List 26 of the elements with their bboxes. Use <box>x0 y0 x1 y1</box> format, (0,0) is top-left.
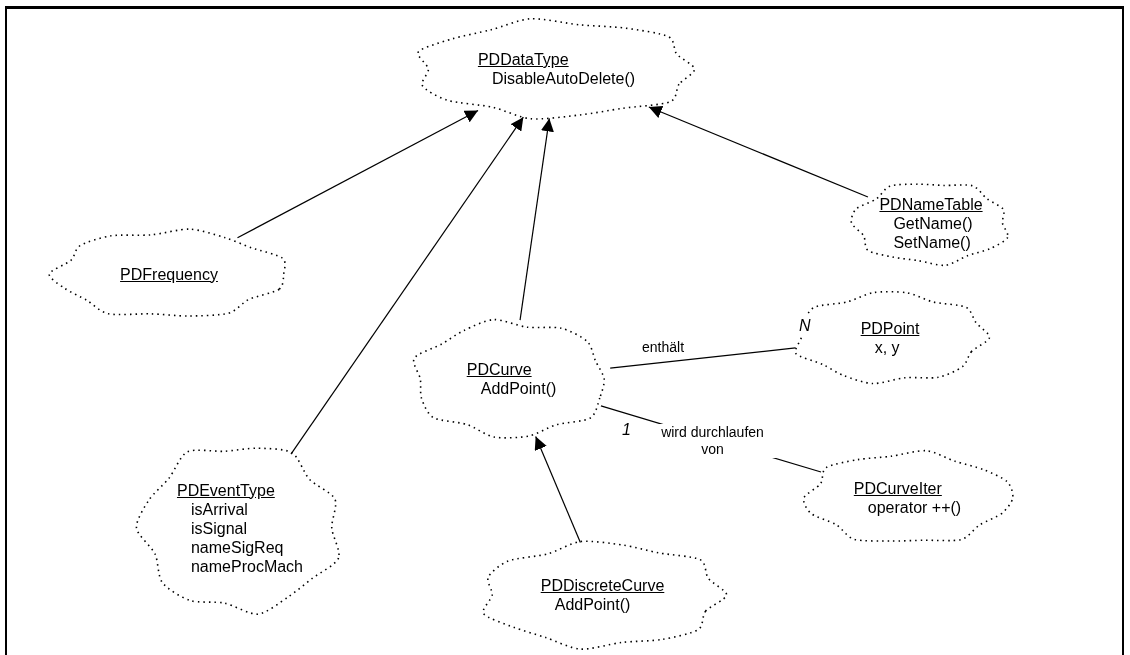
multiplicity-label: N <box>798 316 812 335</box>
member-name: nameProcMach <box>190 556 303 576</box>
member-name: x, y <box>874 337 900 357</box>
member-name: DisableAutoDelete() <box>491 69 636 88</box>
class-name: PDNameTable <box>879 194 983 214</box>
association-line <box>609 347 797 369</box>
class-name: PDCurve <box>466 360 532 379</box>
member-name: isSignal <box>190 518 247 538</box>
member-name: GetName() <box>893 213 973 233</box>
class-name: PDDataType <box>477 50 569 69</box>
class-name: PDFrequency <box>120 264 218 284</box>
member-name: nameSigReq <box>190 537 284 557</box>
inheritance-arrow <box>290 116 524 455</box>
member-name: SetName() <box>893 232 971 252</box>
member-name: operator ++() <box>867 498 962 517</box>
member-name: AddPoint() <box>480 379 557 398</box>
member-name: isArrival <box>190 499 248 519</box>
member-name: AddPoint() <box>554 595 631 614</box>
inheritance-arrow <box>648 105 869 198</box>
class-name: PDCurveIter <box>853 479 942 498</box>
class-name: PDDiscreteCurve <box>540 576 665 595</box>
inheritance-arrow <box>534 435 581 544</box>
inheritance-arrow <box>519 117 554 321</box>
class-name: PDPoint <box>860 318 920 338</box>
class-name: PDEventType <box>176 480 275 500</box>
inheritance-arrow <box>236 109 479 239</box>
